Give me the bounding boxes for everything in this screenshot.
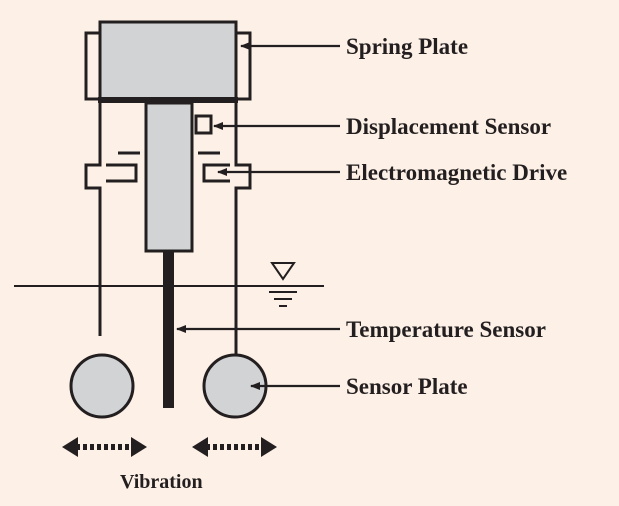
sensor-plate-left — [69, 353, 135, 419]
vibrating-rod — [144, 101, 194, 253]
electromagnetic-drive-left — [106, 151, 140, 183]
spring-plate-block — [98, 20, 238, 102]
label-electromagnetic-drive: Electromagnetic Drive — [346, 160, 568, 185]
spring-plate-base — [98, 97, 238, 103]
liquid-level-icon — [269, 262, 297, 307]
label-displacement-sensor: Displacement Sensor — [346, 114, 552, 139]
displacement-sensor-element — [194, 114, 213, 135]
temperature-sensor-bar — [163, 251, 174, 408]
label-vibration: Vibration — [120, 471, 203, 493]
vibration-arrow-left — [62, 437, 147, 457]
label-temperature-sensor: Temperature Sensor — [346, 317, 546, 342]
label-spring-plate: Spring Plate — [346, 34, 469, 59]
electromagnetic-drive-right — [198, 151, 230, 183]
vibration-arrow-right — [192, 437, 277, 457]
label-sensor-plate: Sensor Plate — [346, 374, 468, 399]
